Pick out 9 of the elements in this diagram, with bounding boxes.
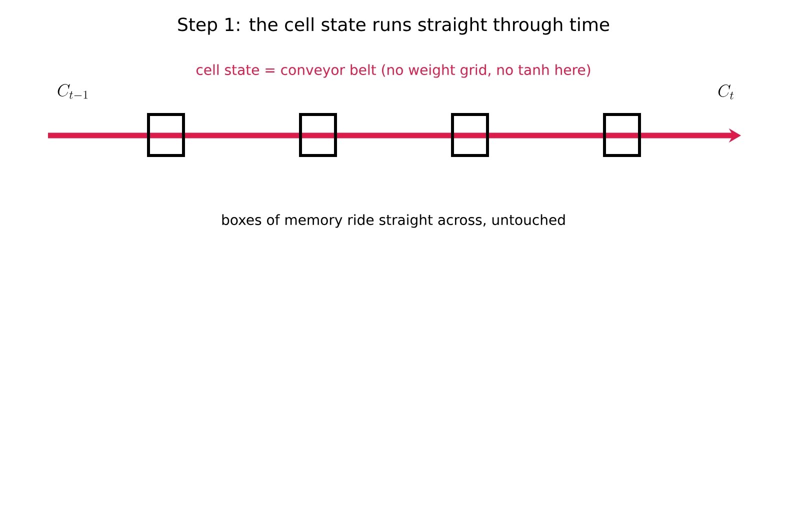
subtitle: cell state = conveyor belt (no weight grid, no tanh here) bbox=[196, 64, 590, 78]
memory-box bbox=[299, 113, 337, 157]
state-label: $C_t$ bbox=[718, 84, 734, 100]
memory-box bbox=[603, 113, 641, 157]
memory-box bbox=[451, 113, 489, 157]
memory-box bbox=[147, 113, 185, 157]
title: Step 1: the cell state runs straight through time bbox=[178, 17, 610, 35]
state-label: $C_{t-1}$ bbox=[58, 84, 88, 99]
caption: boxes of memory ride straight across, untouched bbox=[222, 214, 565, 228]
